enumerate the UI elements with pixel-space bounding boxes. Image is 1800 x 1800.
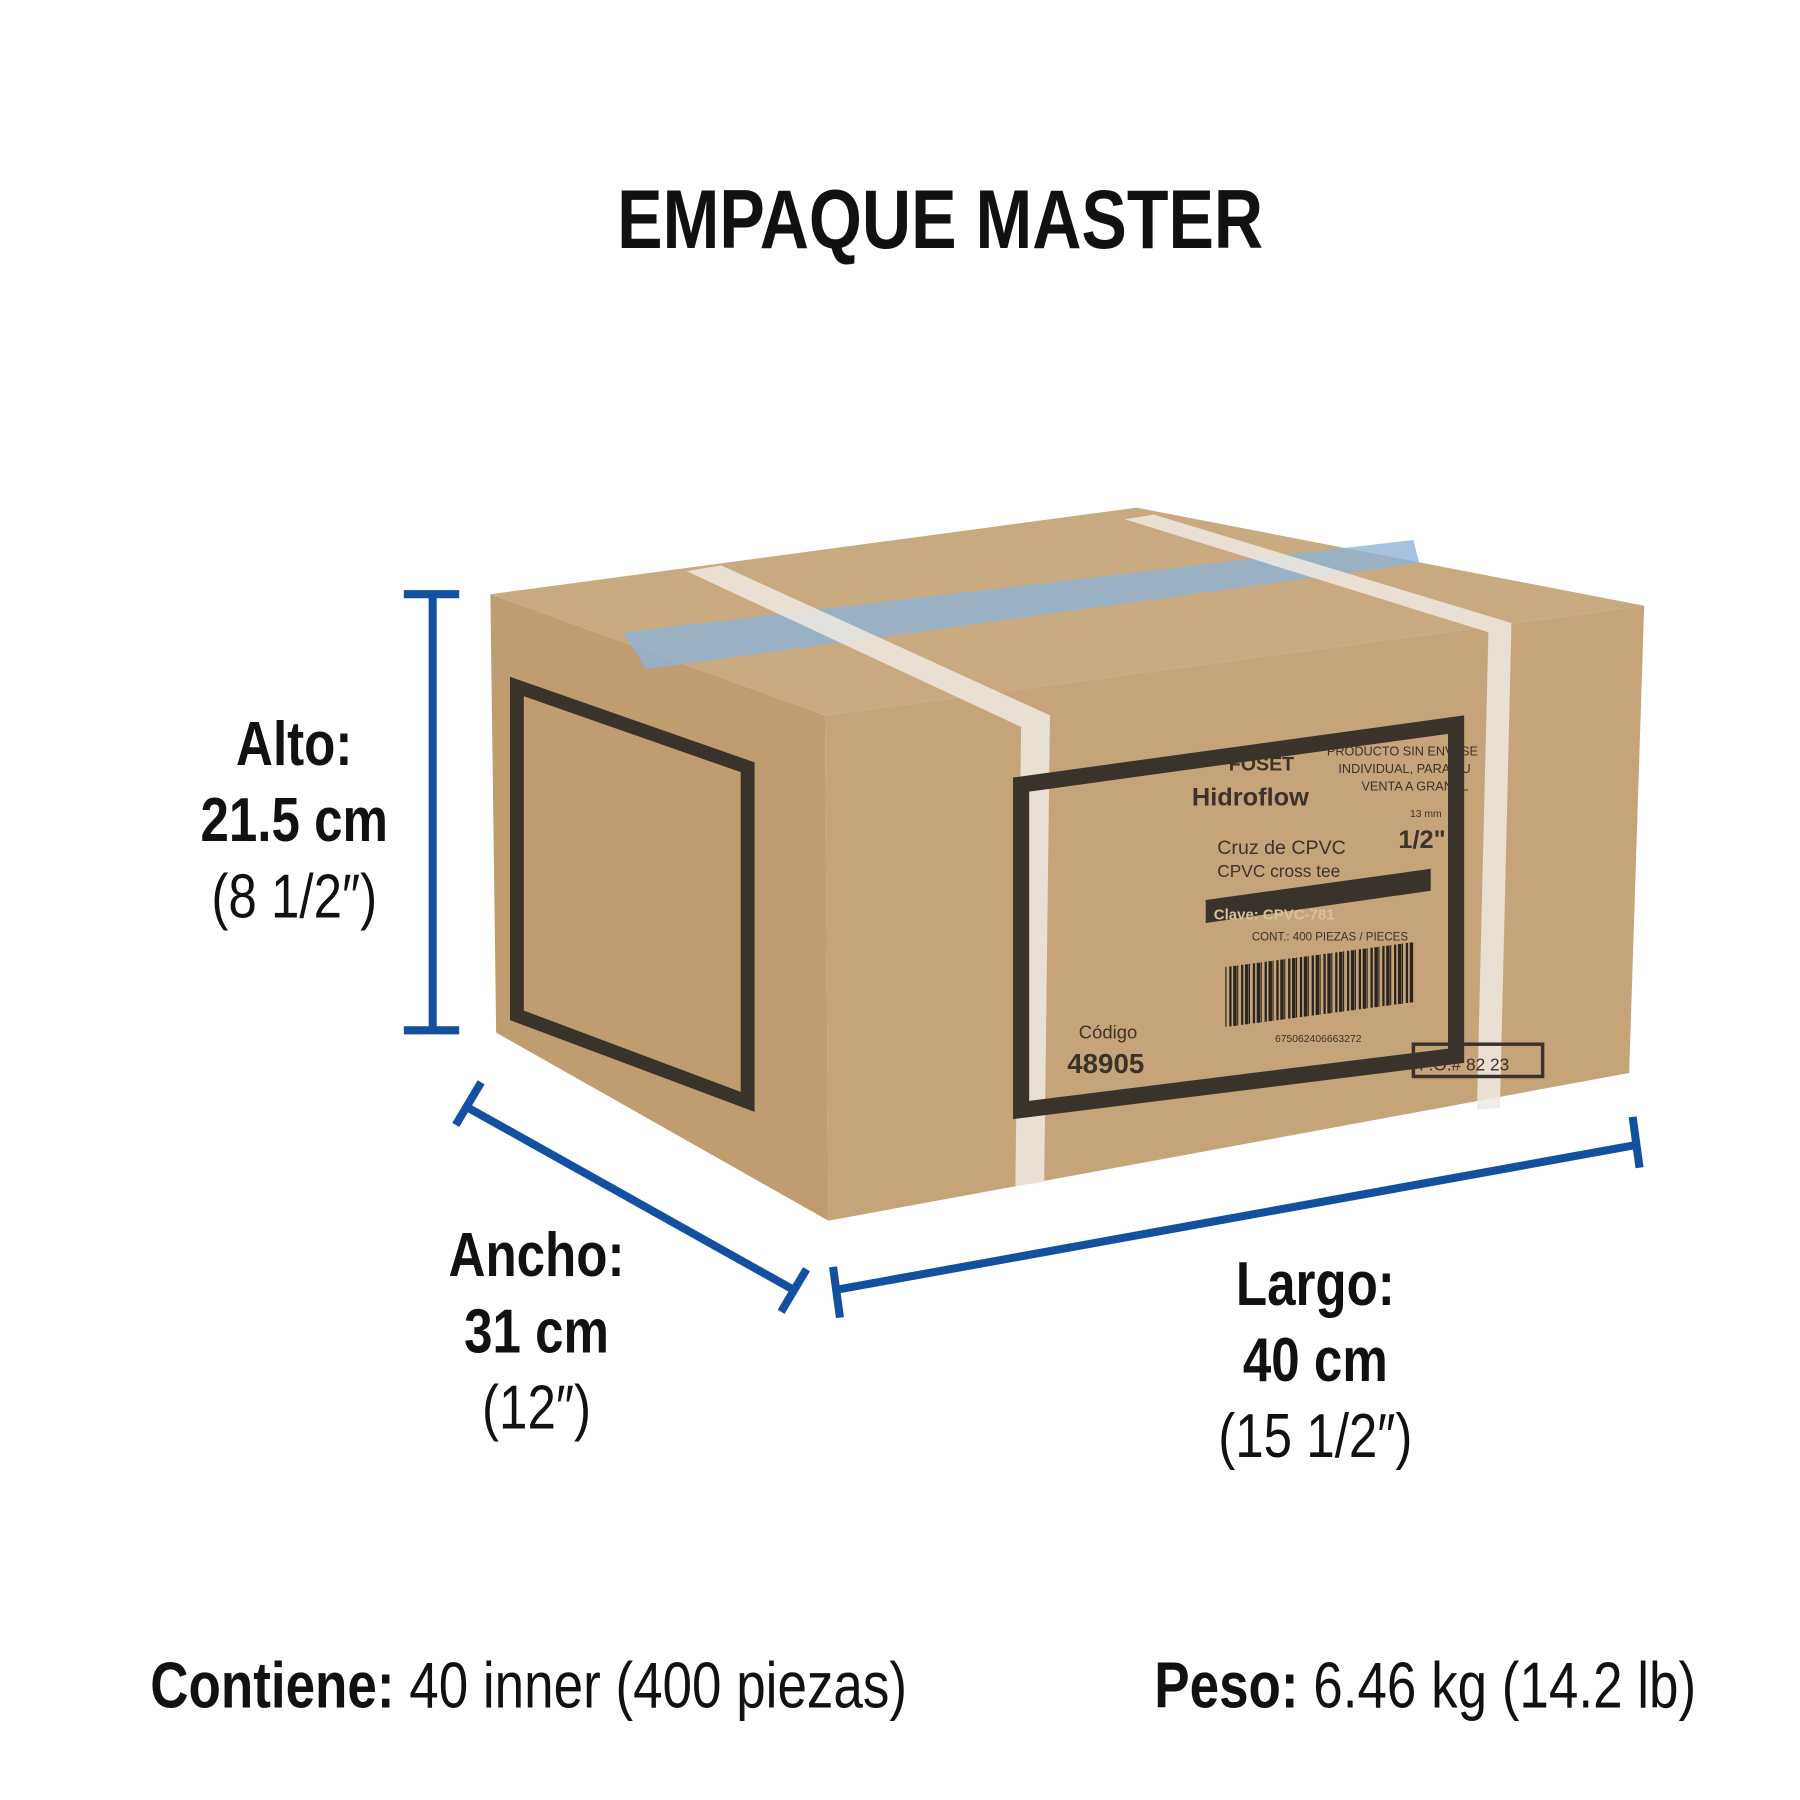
- largo-metric: 40 cm: [1242, 1325, 1388, 1395]
- svg-text:Hidroflow: Hidroflow: [1192, 783, 1309, 811]
- svg-text:1/2": 1/2": [1398, 826, 1445, 854]
- contiene-label: Contiene:: [150, 1648, 395, 1722]
- svg-text:48905: 48905: [1067, 1048, 1144, 1079]
- largo-label: Largo:: [1235, 1249, 1395, 1319]
- svg-text:VENTA A GRANEL: VENTA A GRANEL: [1361, 779, 1468, 793]
- svg-text:Cruz de CPVC: Cruz de CPVC: [1217, 837, 1346, 859]
- svg-text:13 mm: 13 mm: [1410, 809, 1442, 820]
- contiene-value: 40 inner (400 piezas): [409, 1648, 907, 1722]
- svg-text:INDIVIDUAL, PARA SU: INDIVIDUAL, PARA SU: [1338, 762, 1470, 776]
- svg-text:675062406663272: 675062406663272: [1275, 1034, 1362, 1045]
- alto-label: Alto:: [236, 709, 353, 779]
- page-title: EMPAQUE MASTER: [617, 174, 1264, 267]
- left-label-frame: [509, 676, 755, 1112]
- front-label-frame: [1013, 715, 1465, 1120]
- ancho-metric: 31 cm: [464, 1296, 609, 1367]
- peso-label: Peso:: [1154, 1648, 1299, 1722]
- svg-text:FOSET: FOSET: [1229, 754, 1294, 776]
- width-label: Ancho: 31 cm (12″): [418, 1217, 655, 1445]
- peso-value: 6.46 kg (14.2 lb): [1313, 1648, 1697, 1722]
- largo-imperial: (15 1/2″): [1218, 1401, 1413, 1472]
- length-dimension-line: [829, 1116, 1644, 1319]
- ancho-label: Ancho:: [448, 1220, 625, 1290]
- svg-text:Código: Código: [1079, 1021, 1137, 1042]
- svg-text:Clave: CPVC-781: Clave: CPVC-781: [1214, 907, 1335, 924]
- svg-text:PRODUCTO SIN ENVASE: PRODUCTO SIN ENVASE: [1327, 745, 1478, 759]
- ancho-imperial: (12″): [482, 1373, 591, 1443]
- contents-info: Contiene: 40 inner (400 piezas): [150, 1648, 907, 1723]
- barcode: [1225, 942, 1414, 1027]
- width-dimension-line: [452, 1080, 810, 1314]
- alto-imperial: (8 1/2″): [211, 861, 378, 932]
- svg-text:P.O.# 82 23: P.O.# 82 23: [1419, 1055, 1509, 1075]
- height-dimension-line: [403, 590, 460, 1035]
- alto-metric: 21.5 cm: [200, 785, 388, 855]
- weight-info: Peso: 6.46 kg (14.2 lb): [1154, 1648, 1696, 1723]
- height-label: Alto: 21.5 cm (8 1/2″): [176, 706, 413, 934]
- length-label: Largo: 40 cm (15 1/2″): [1192, 1246, 1438, 1474]
- tape: [623, 539, 1420, 670]
- svg-text:CONT.: 400 PIEZAS / PIECES: CONT.: 400 PIEZAS / PIECES: [1252, 931, 1408, 943]
- svg-text:CPVC cross tee: CPVC cross tee: [1217, 861, 1340, 881]
